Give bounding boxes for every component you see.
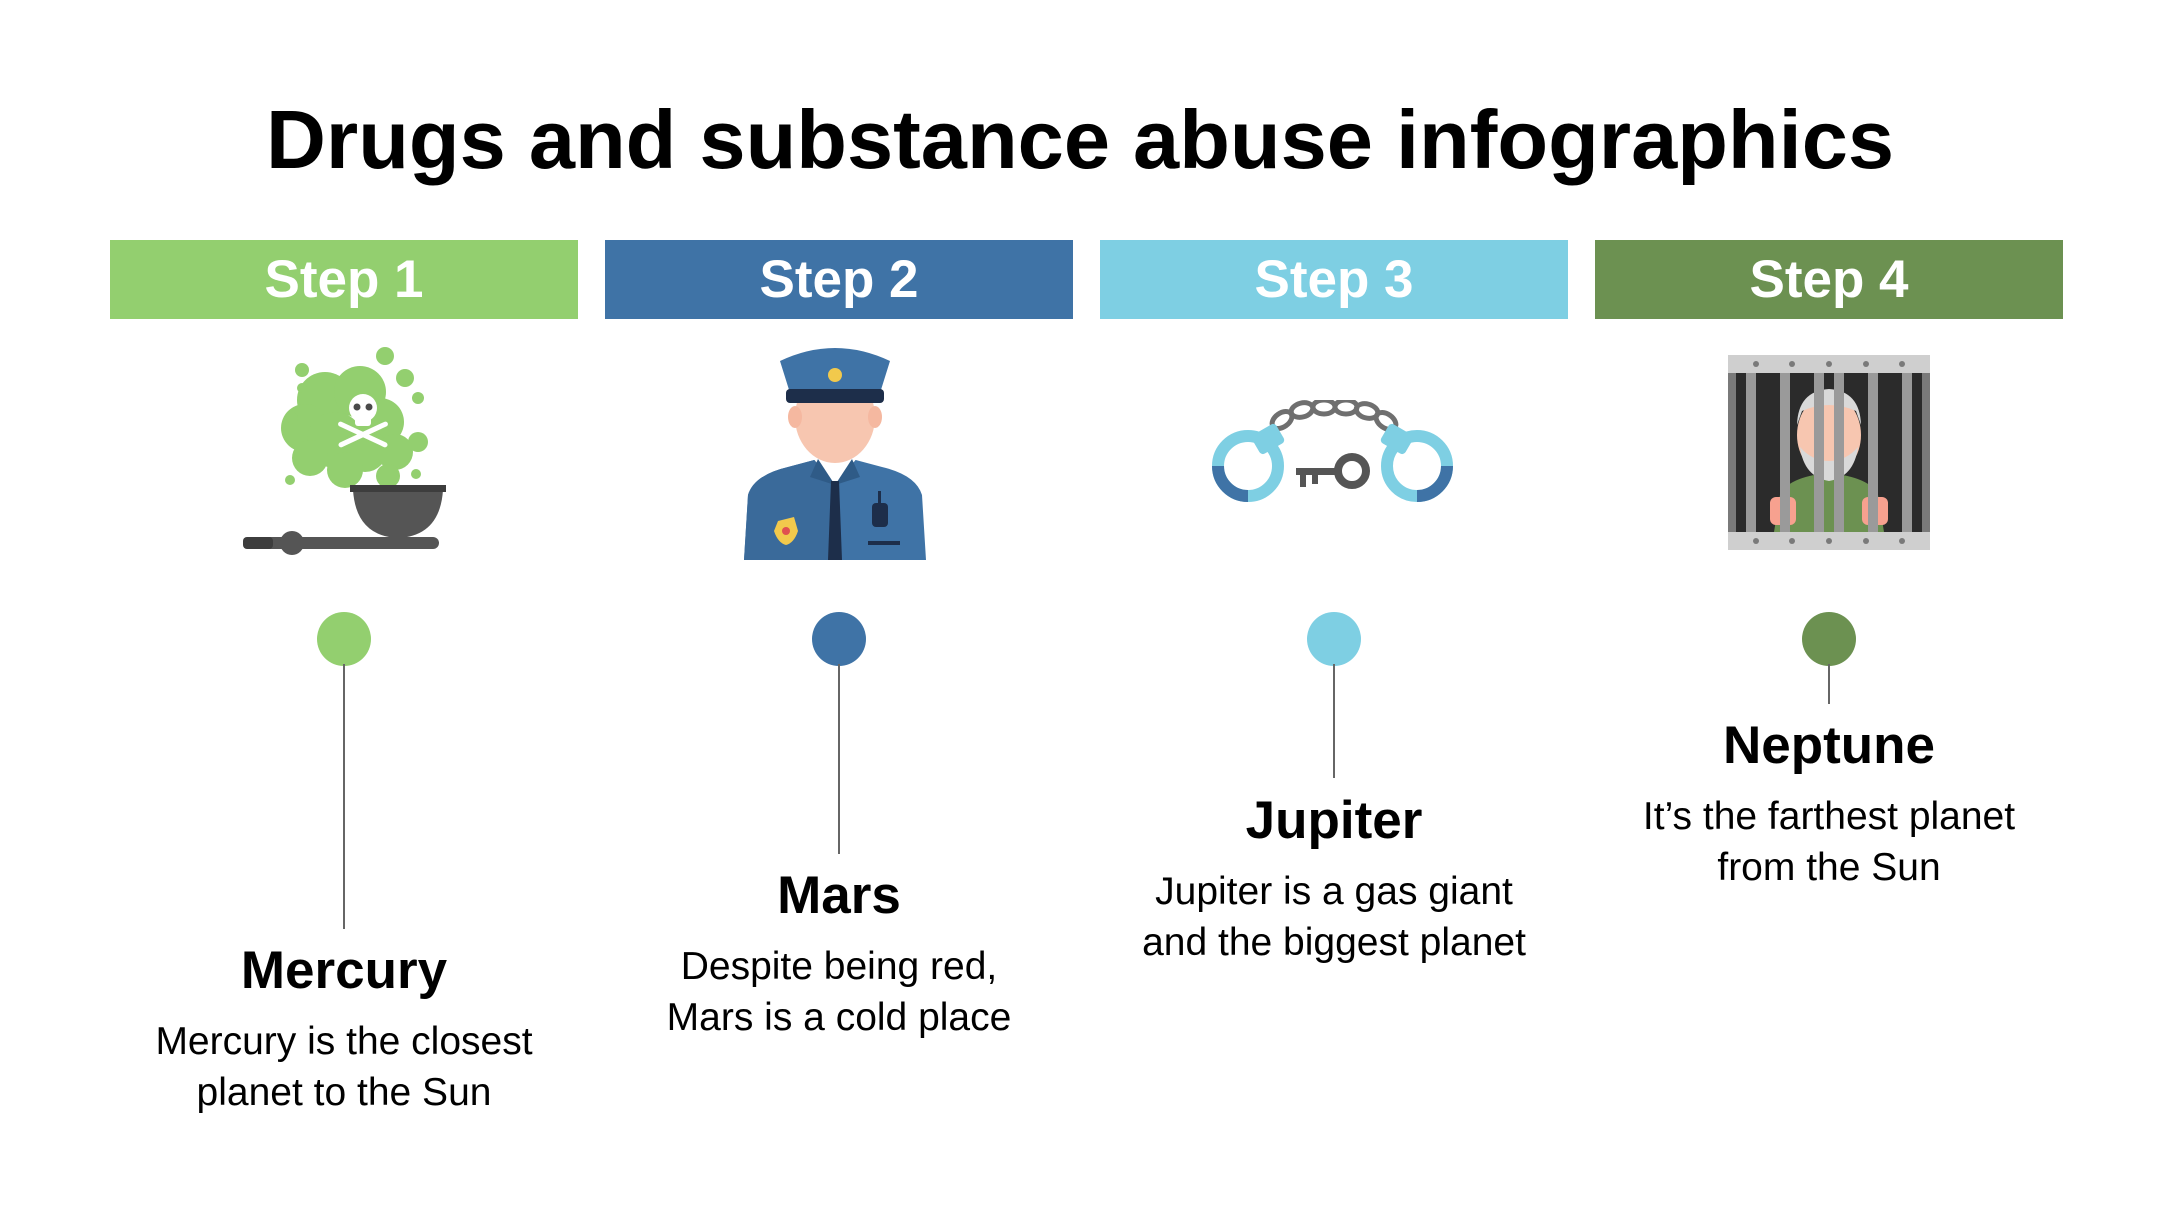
step-2-title: Mars (777, 866, 901, 925)
step-2-marker (812, 612, 866, 666)
step-1-description-line-1: Mercury is the closest (155, 1020, 533, 1063)
step-3-connector (1333, 664, 1335, 778)
step-1-title: Mercury (240, 941, 448, 1000)
step-2-description-line-1: Despite being red, (680, 945, 998, 988)
step-3-description-line-2: and the biggest planet (1142, 921, 1526, 964)
step-3-header: Step 3 (1100, 240, 1568, 319)
step-2-description: Despite being red, Mars is a cold place (605, 941, 1073, 1043)
page-title: Drugs and substance abuse infographics (265, 93, 1895, 186)
step-4-description-line-1: It’s the farthest planet (1642, 795, 2016, 838)
step-4-marker (1802, 612, 1856, 666)
step-3-marker (1307, 612, 1361, 666)
drug-pipe-smoke-icon (240, 340, 450, 560)
step-3-description-line-1: Jupiter is a gas giant (1155, 870, 1513, 913)
step-1-marker (317, 612, 371, 666)
step-1-description: Mercury is the closest planet to the Sun (110, 1016, 578, 1118)
step-1-connector (343, 664, 345, 929)
handcuffs-key-icon (1210, 400, 1455, 505)
step-3-description: Jupiter is a gas giant and the biggest p… (1100, 866, 1568, 968)
step-1-header: Step 1 (110, 240, 578, 319)
step-4-description-line-2: from the Sun (1717, 846, 1941, 889)
step-2-connector (838, 664, 840, 854)
police-officer-icon (740, 345, 930, 560)
step-4-title: Neptune (1723, 716, 1935, 775)
step-4-description: It’s the farthest planet from the Sun (1595, 791, 2063, 893)
step-2-header: Step 2 (605, 240, 1073, 319)
step-4-connector (1828, 664, 1830, 704)
step-1-description-line-2: planet to the Sun (196, 1071, 492, 1114)
step-2-description-line-2: Mars is a cold place (666, 996, 1012, 1039)
step-3-title: Jupiter (1245, 791, 1423, 850)
prisoner-behind-bars-icon (1728, 355, 1930, 550)
step-4-header: Step 4 (1595, 240, 2063, 319)
